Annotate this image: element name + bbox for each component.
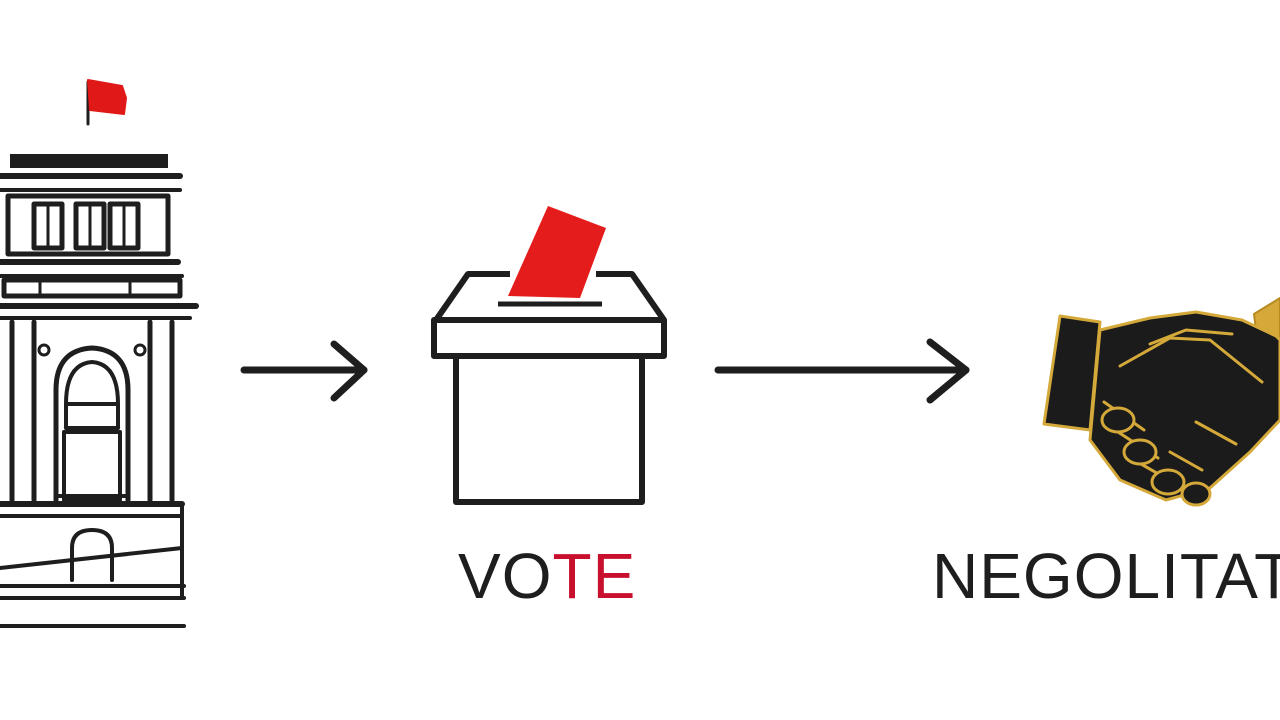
parliament-building-icon: [0, 79, 199, 628]
vote-label: VOTE: [458, 536, 636, 616]
vote-label-plain: VO: [458, 540, 553, 612]
vote-label-accent: TE: [552, 540, 637, 612]
ballot-box-icon: [431, 206, 667, 505]
negotiate-label: NEGOLITAT: [932, 540, 1280, 612]
handshake-icon: [1042, 297, 1280, 507]
arrow-right-icon: [714, 338, 970, 404]
arrow-right-icon: [240, 340, 368, 402]
